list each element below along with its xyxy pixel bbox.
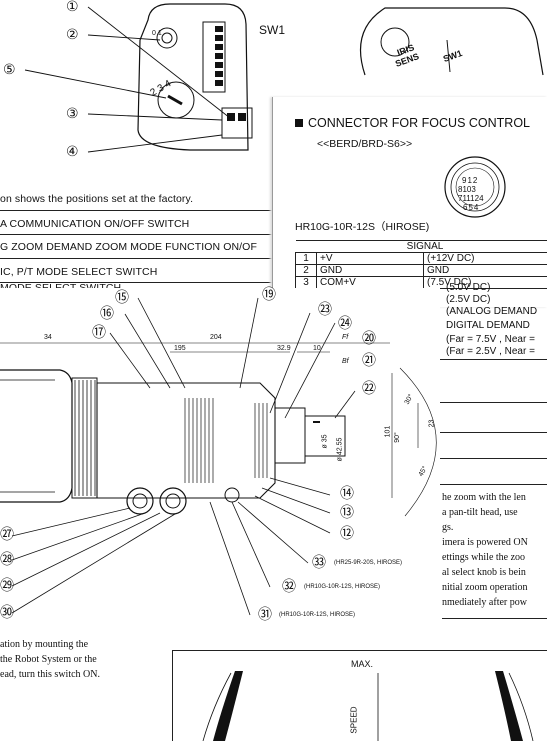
dim-bf: Bf <box>342 358 349 365</box>
pin-row-2: 8103 <box>458 186 476 194</box>
callout-12: ⑫ <box>340 527 354 541</box>
signal-line: (5.0V DC) <box>446 283 490 293</box>
dim-phi-35: ø 35 <box>322 434 329 448</box>
sw1-label: SW1 <box>259 24 285 36</box>
connector-note-31: (HR10G-10R-12S, HIROSE) <box>279 612 355 618</box>
dim-34: 34 <box>44 334 52 341</box>
speed-max-label: MAX. <box>351 660 373 669</box>
right-text-line: al select knob is bein <box>442 568 526 578</box>
dim-204: 204 <box>210 334 222 341</box>
connector-subtitle: <<BERD/BRD-S6>> <box>317 139 412 150</box>
signal-line: (2.5V DC) <box>446 295 490 305</box>
rear-panel: IRIS SENS SW1 <box>355 0 547 80</box>
right-text-line: ettings while the zoo <box>442 553 525 563</box>
callout-3: ③ <box>66 107 79 121</box>
right-text-line: gs. <box>442 523 453 533</box>
dim-23: 23 <box>428 420 435 428</box>
dim-101: 101 <box>384 426 391 438</box>
extra-signals: (5.0V DC) (2.5V DC) (ANALOG DEMAND DIGIT… <box>440 283 547 373</box>
right-text-line: he zoom with the len <box>442 493 526 503</box>
bottom-text-line: the Robot System or the <box>0 655 97 665</box>
connector-panel: CONNECTOR FOR FOCUS CONTROL <<BERD/BRD-S… <box>272 97 547 307</box>
dim-10: 10 <box>313 345 321 352</box>
callout-30: ㉚ <box>0 606 14 620</box>
note-item-1: A COMMUNICATION ON/OFF SWITCH <box>0 219 189 230</box>
connector-note-32: (HR10G-10R-12S, HIROSE) <box>304 584 380 590</box>
bottom-left-text: ation by mounting the the Robot System o… <box>0 640 170 690</box>
callout-23: ㉓ <box>318 303 332 317</box>
note-item-2: G ZOOM DEMAND ZOOM MODE FUNCTION ON/OF <box>0 242 257 253</box>
dim-90deg: 90° <box>394 432 401 443</box>
callout-4: ④ <box>66 145 79 159</box>
right-table-lines <box>440 380 547 490</box>
callout-15: ⑮ <box>115 291 129 305</box>
table-row: 2 GND GND <box>296 265 547 277</box>
callout-14: ⑭ <box>340 487 354 501</box>
table-header-row: SIGNAL <box>296 241 547 253</box>
connector-note-33: (HR25-9R-20S, HIROSE) <box>334 560 402 566</box>
dim-phi-42: ø 42.55 <box>336 438 343 462</box>
right-text-line: a pan-tilt head, use <box>442 508 518 518</box>
speed-axis-label: SPEED <box>351 706 359 733</box>
pin-row-4: 654 <box>463 204 479 212</box>
callout-16: ⑯ <box>100 307 114 321</box>
signal-line: (ANALOG DEMAND <box>446 307 537 317</box>
signal-line: (Far = 2.5V , Near = <box>446 347 535 357</box>
lens-drawing-panel: ⑮ ⑯ ⑰ ⑲ ⑳ ㉑ ㉒ ㉓ ㉔ ⑫ ⑬ ⑭ ㉗ ㉘ ㉙ ㉚ ㉛ ㉜ ㉝ 34… <box>0 288 440 620</box>
rear-panel-outline <box>355 0 547 80</box>
top-switch-diagram: ① ② ⑤ ③ ④ 2 3 4 0 1 <box>0 0 300 170</box>
dim-195: 195 <box>174 345 186 352</box>
signal-line: (Far = 7.5V , Near = <box>446 335 535 345</box>
bottom-text-line: ead, turn this switch ON. <box>0 670 100 680</box>
callout-32: ㉜ <box>282 580 296 594</box>
right-text: he zoom with the len a pan-tilt head, us… <box>442 493 547 623</box>
callout-29: ㉙ <box>0 579 14 593</box>
signal-table: SIGNAL 1 +V (+12V DC) 2 GND GND 3 COM+V … <box>295 240 547 289</box>
callout-21: ㉑ <box>362 354 376 368</box>
right-text-line: imera is powered ON <box>442 538 528 548</box>
callout-13: ⑬ <box>340 506 354 520</box>
table-header: SIGNAL <box>296 241 547 253</box>
square-bullet-icon <box>295 119 303 127</box>
speed-chart-panel: MAX. SPEED <box>172 650 547 741</box>
callout-22: ㉒ <box>362 382 376 396</box>
callout-27: ㉗ <box>0 528 14 542</box>
signal-line: DIGITAL DEMAND <box>446 321 530 331</box>
dim-32-9: 32.9 <box>277 345 291 352</box>
dial-small-digits: 0 1 <box>152 30 162 37</box>
note-item-3: IC, P/T MODE SELECT SWITCH <box>0 267 157 278</box>
factory-note: on shows the positions set at the factor… <box>0 194 193 205</box>
callout-19: ⑲ <box>262 288 276 302</box>
left-notes: on shows the positions set at the factor… <box>0 190 272 290</box>
callout-17: ⑰ <box>92 326 106 340</box>
bottom-text-line: ation by mounting the <box>0 640 88 650</box>
right-text-line: nitial zoom operation <box>442 583 528 593</box>
callout-1: ① <box>66 0 79 14</box>
callout-33: ㉝ <box>312 556 326 570</box>
callout-31: ㉛ <box>258 608 272 622</box>
callout-20: ⑳ <box>362 332 376 346</box>
table-row: 1 +V (+12V DC) <box>296 253 547 265</box>
pin-row-3: 711124 <box>458 195 484 203</box>
dim-ff: Ff <box>342 334 348 341</box>
right-text-line: nmediately after pow <box>442 598 527 608</box>
switch-board-drawing <box>0 0 300 170</box>
callout-28: ㉘ <box>0 553 14 567</box>
connector-title: CONNECTOR FOR FOCUS CONTROL <box>308 117 530 130</box>
callout-24: ㉔ <box>338 317 352 331</box>
callout-2: ② <box>66 28 79 42</box>
pin-row-1: 912 <box>462 177 478 185</box>
connector-part: HR10G-10R-12S（HIROSE) <box>295 222 429 233</box>
callout-5: ⑤ <box>3 63 16 77</box>
